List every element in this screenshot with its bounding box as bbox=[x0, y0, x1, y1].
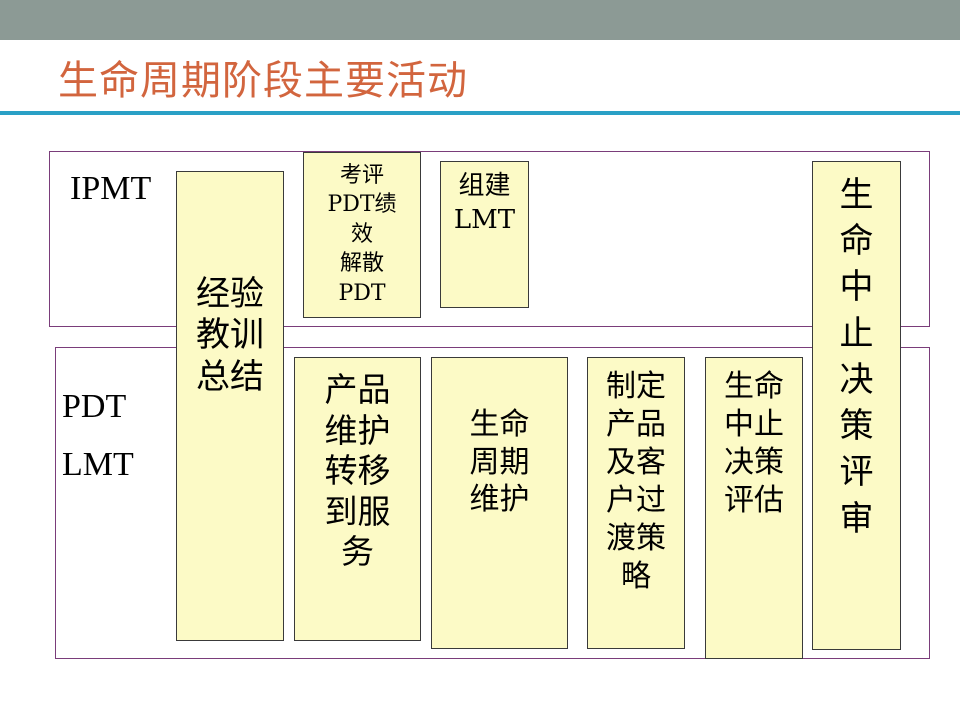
termination-evaluation-box: 生命 中止 决策 评估 bbox=[705, 357, 803, 659]
termination-review-box: 生 命 中 止 决 策 评 审 bbox=[812, 161, 901, 650]
termination-review-text: 生 命 中 止 决 策 评 审 bbox=[839, 175, 874, 539]
maintenance-transfer-box: 产品 维护 转移 到服 务 bbox=[294, 357, 421, 641]
evaluate-pdt-box: 考评 PDT绩 效 解散 PDT bbox=[303, 152, 421, 318]
ipmt-label: IPMT bbox=[70, 170, 152, 207]
maintenance-transfer-text: 产品 维护 转移 到服 务 bbox=[324, 370, 391, 572]
transition-strategy-text: 制定 产品 及客 户过 渡策 略 bbox=[606, 369, 666, 595]
evaluate-pdt-text: 考评 PDT绩 效 解散 PDT bbox=[327, 163, 397, 306]
form-lmt-text: 组建 LMT bbox=[453, 171, 516, 235]
lessons-learned-text: 经验 教训 总结 bbox=[196, 274, 264, 397]
title-underline bbox=[0, 111, 960, 115]
termination-evaluation-text: 生命 中止 决策 评估 bbox=[724, 369, 784, 519]
top-bar bbox=[0, 0, 960, 40]
form-lmt-box: 组建 LMT bbox=[440, 161, 529, 308]
pdt-lmt-label: PDT LMT bbox=[62, 388, 134, 483]
lessons-learned-box: 经验 教训 总结 bbox=[176, 171, 284, 641]
lifecycle-maintenance-text: 生命 周期 维护 bbox=[469, 407, 530, 517]
transition-strategy-box: 制定 产品 及客 户过 渡策 略 bbox=[587, 357, 685, 649]
page-title: 生命周期阶段主要活动 bbox=[58, 58, 468, 104]
lifecycle-maintenance-box: 生命 周期 维护 bbox=[431, 357, 568, 649]
